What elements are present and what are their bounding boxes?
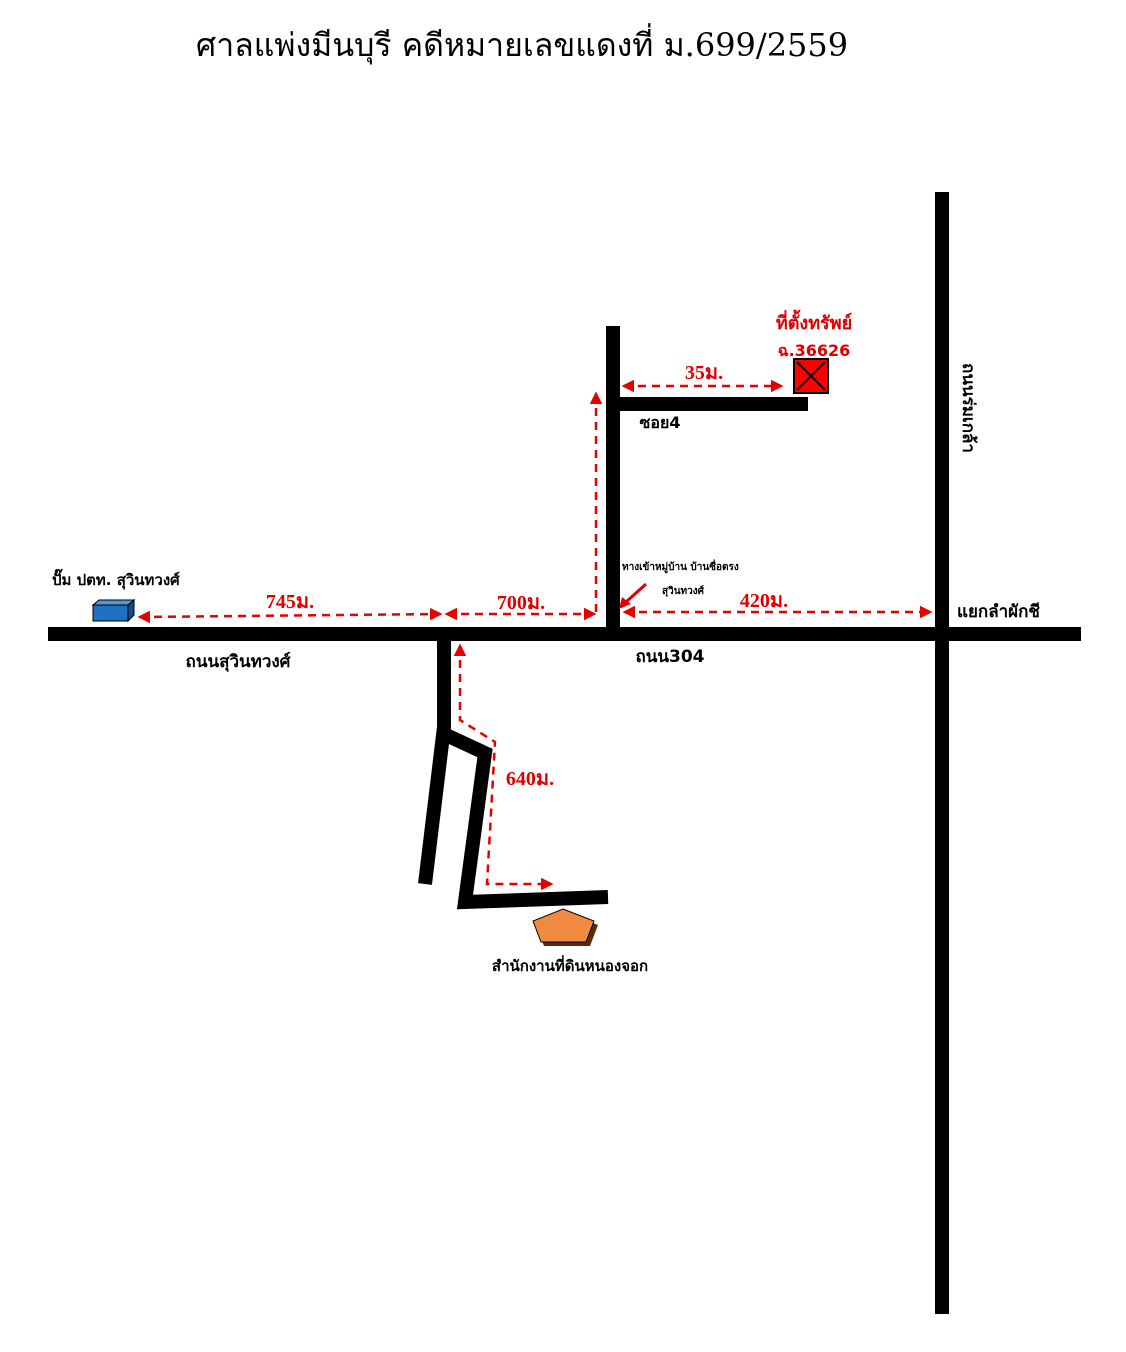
village-entrance-label-line2: สุวินทวงศ์ <box>662 585 705 597</box>
distance-routes <box>137 379 933 891</box>
junction-label-lamphakchi: แยกลำผักชี <box>957 601 1040 622</box>
distance-label-745: 745ม. <box>266 591 314 613</box>
village-entrance-label-line1: ทางเข้าหมู่บ้าน บ้านซื่อตรง <box>622 559 739 574</box>
distance-label-35: 35ม. <box>685 362 723 384</box>
distance-label-640: 640ม. <box>506 768 554 790</box>
gas-station-label: ปั๊ม ปตท. สุวินทวงศ์ <box>52 568 180 590</box>
office-road-right <box>441 727 609 910</box>
distance-label-420: 420ม. <box>740 590 788 612</box>
gas-station-icon <box>91 598 136 623</box>
roads <box>48 192 1081 1314</box>
pentagon-icon <box>532 908 598 946</box>
road-label-304: ถนน304 <box>635 647 704 667</box>
property-label: ที่ตั้งทรัพย์ <box>776 309 852 334</box>
property-marker-icon <box>793 358 829 394</box>
road-label-suwinthawong: ถนนสุวินทวงศ์ <box>186 651 292 672</box>
distance-labels: 745ม. 700ม. 420ม. 35ม. 640ม. <box>266 362 788 790</box>
route-640 <box>453 643 554 891</box>
land-office-label: สำนักงานที่ดินหนองจอก <box>492 955 648 975</box>
road-label-east-vertical: ถนนร่มเกล้า <box>958 363 978 453</box>
office-road-left <box>418 641 451 885</box>
road-label-soi4: ซอย4 <box>640 413 681 432</box>
distance-label-700: 700ม. <box>497 592 545 614</box>
property-deed-number: ฉ.36626 <box>778 341 851 360</box>
arrow-icon <box>619 582 648 609</box>
route-745 <box>137 607 443 624</box>
map-title: ศาลแพ่งมีนบุรี คดีหมายเลขแดงที่ ม.699/25… <box>196 23 848 65</box>
